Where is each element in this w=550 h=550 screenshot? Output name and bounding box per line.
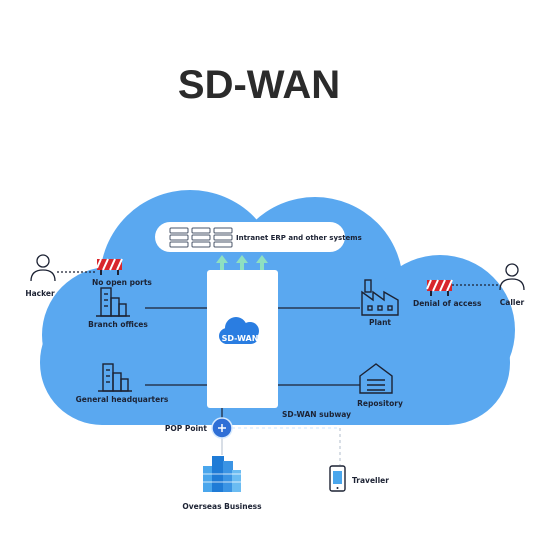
hacker-label: Hacker bbox=[25, 289, 55, 298]
branch-offices-label: Branch offices bbox=[88, 320, 148, 329]
traveller-label: Traveller bbox=[352, 476, 389, 485]
cloud-icon bbox=[219, 317, 259, 344]
pop-point-node: POP Point bbox=[165, 417, 233, 439]
person-outline-icon bbox=[499, 263, 525, 291]
factory-icon bbox=[361, 279, 399, 316]
sd-wan-center-label: SD-WAN bbox=[222, 334, 259, 343]
page-title: SD-WAN bbox=[178, 63, 340, 107]
traveller-node: Traveller bbox=[329, 465, 389, 492]
roadblock-icon bbox=[426, 279, 453, 296]
pop-point-label: POP Point bbox=[165, 424, 208, 433]
denial-of-access-label: Denial of access bbox=[413, 299, 482, 308]
caller-label: Caller bbox=[500, 298, 525, 307]
repository-node: Repository bbox=[357, 363, 403, 408]
sd-wan-subway-label: SD-WAN subway bbox=[282, 410, 351, 419]
intranet-systems-label: Intranet ERP and other systems bbox=[236, 234, 362, 242]
branch-offices-node: Branch offices bbox=[88, 287, 148, 329]
plant-node: Plant bbox=[361, 279, 399, 327]
sd-wan-controller: SD-WAN bbox=[207, 270, 278, 408]
server-rack-icon bbox=[169, 227, 233, 248]
up-arrow-icon bbox=[236, 255, 248, 272]
person-outline-icon bbox=[30, 254, 56, 282]
no-open-ports-label: No open ports bbox=[92, 278, 152, 287]
warehouse-icon bbox=[359, 363, 393, 394]
general-headquarters-label: General headquarters bbox=[76, 395, 169, 404]
caller-node: Caller bbox=[499, 263, 525, 307]
repository-label: Repository bbox=[357, 399, 403, 408]
up-arrow-icon bbox=[256, 255, 268, 272]
uplink-arrows bbox=[216, 255, 268, 272]
overseas-business-node: Overseas Business bbox=[182, 456, 262, 511]
overseas-business-label: Overseas Business bbox=[182, 502, 262, 511]
office-buildings-icon bbox=[96, 287, 130, 317]
intranet-systems-box: Intranet ERP and other systems bbox=[155, 222, 362, 252]
skyscrapers-icon bbox=[203, 456, 241, 492]
office-buildings-icon bbox=[98, 363, 132, 392]
up-arrow-icon bbox=[216, 255, 228, 272]
plant-label: Plant bbox=[369, 318, 391, 327]
general-headquarters-node: General headquarters bbox=[76, 363, 169, 404]
hacker-node: Hacker bbox=[25, 254, 56, 298]
mobile-phone-icon bbox=[329, 465, 346, 492]
roadblock-icon bbox=[96, 258, 123, 275]
connection-lines bbox=[57, 271, 500, 465]
